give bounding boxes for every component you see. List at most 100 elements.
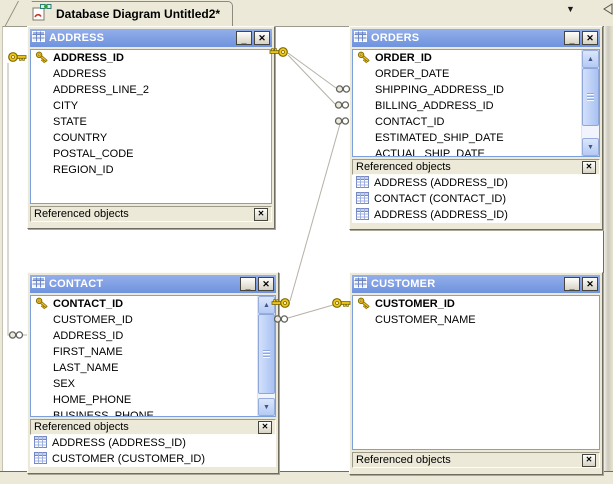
minimize-button[interactable]: _ — [236, 31, 252, 45]
primary-key-icon — [357, 51, 371, 69]
minimize-button[interactable]: _ — [564, 31, 580, 45]
minimize-button[interactable]: _ — [564, 277, 580, 291]
field-row[interactable]: ADDRESS_ID — [31, 328, 275, 344]
field-row[interactable]: CONTACT_ID — [353, 114, 599, 130]
field-row[interactable]: BUSINESS_PHONE — [31, 408, 275, 417]
scrollbar-thumb[interactable] — [582, 68, 599, 126]
window-title: CONTACT — [49, 278, 104, 290]
field-row[interactable]: CUSTOMER_NAME — [353, 312, 599, 328]
field-name: POSTAL_CODE — [53, 148, 134, 160]
referenced-objects-list: ADDRESS (ADDRESS_ID) CONTACT (CONTACT_ID… — [352, 175, 600, 223]
referenced-object-row[interactable]: CONTACT (CONTACT_ID) — [352, 191, 600, 207]
referenced-object-row[interactable]: ADDRESS (ADDRESS_ID) — [30, 435, 276, 451]
field-name: ADDRESS_LINE_2 — [53, 84, 149, 96]
tab-dropdown-icon[interactable]: ▼ — [566, 4, 575, 14]
field-row[interactable]: ADDRESS — [31, 66, 271, 82]
field-row[interactable]: ADDRESS_LINE_2 — [31, 82, 271, 98]
referenced-objects-label: Referenced objects — [356, 454, 451, 466]
primary-key-icon — [357, 297, 371, 315]
orders-titlebar[interactable]: ORDERS _ ✕ — [352, 29, 600, 47]
field-name: CUSTOMER_ID — [53, 314, 133, 326]
field-row[interactable]: SEX — [31, 376, 275, 392]
table-window-contact: CONTACT _ ✕ CONTACT_ID CUSTOMER_ID ADDRE… — [27, 272, 279, 474]
field-name: CONTACT_ID — [375, 116, 445, 128]
close-button[interactable]: ✕ — [258, 277, 274, 291]
panel-close-button[interactable]: ✕ — [582, 453, 596, 467]
field-row[interactable]: CUSTOMER_ID — [31, 312, 275, 328]
referenced-object-name: ADDRESS (ADDRESS_ID) — [52, 437, 186, 449]
field-row[interactable]: REGION_ID — [31, 162, 271, 178]
referenced-objects-bar: Referenced objects ✕ — [352, 452, 600, 468]
table-icon — [356, 191, 369, 207]
scroll-down-icon[interactable]: ▼ — [582, 138, 599, 156]
field-row[interactable]: CITY — [31, 98, 271, 114]
field-name: ORDER_ID — [375, 52, 432, 64]
scroll-up-icon[interactable]: ▲ — [582, 50, 599, 68]
field-row[interactable]: ORDER_ID — [353, 50, 599, 66]
referenced-objects-bar: Referenced objects ✕ — [352, 159, 600, 175]
field-list: CUSTOMER_ID CUSTOMER_NAME — [352, 295, 600, 450]
scrollbar-track[interactable] — [258, 314, 275, 398]
field-name: STATE — [53, 116, 87, 128]
field-row[interactable]: CONTACT_ID — [31, 296, 275, 312]
scroll-down-icon[interactable]: ▼ — [258, 398, 275, 416]
tab-database-diagram[interactable]: Database Diagram Untitled2* — [30, 1, 234, 26]
field-name: FIRST_NAME — [53, 346, 123, 358]
scrollbar-track[interactable] — [582, 68, 599, 138]
field-row[interactable]: COUNTRY — [31, 130, 271, 146]
scrollbar-thumb[interactable] — [258, 314, 275, 394]
field-name: COUNTRY — [53, 132, 108, 144]
field-list: ORDER_ID ORDER_DATE SHIPPING_ADDRESS_ID … — [352, 49, 600, 157]
field-name: LAST_NAME — [53, 362, 119, 374]
field-row[interactable]: CUSTOMER_ID — [353, 296, 599, 312]
referenced-objects-label: Referenced objects — [34, 208, 129, 220]
close-button[interactable]: ✕ — [254, 31, 270, 45]
panel-close-button[interactable]: ✕ — [258, 420, 272, 434]
field-row[interactable]: ORDER_DATE — [353, 66, 599, 82]
field-name: SEX — [53, 378, 76, 390]
field-name: ADDRESS_ID — [53, 330, 124, 342]
field-list: ADDRESS_ID ADDRESS ADDRESS_LINE_2 CITY S… — [30, 49, 272, 204]
panel-close-button[interactable]: ✕ — [254, 207, 268, 221]
referenced-objects-list: ADDRESS (ADDRESS_ID) CUSTOMER (CUSTOMER_… — [30, 435, 276, 467]
address-titlebar[interactable]: ADDRESS _ ✕ — [30, 29, 272, 47]
scroll-up-icon[interactable]: ▲ — [258, 296, 275, 314]
field-name: REGION_ID — [53, 164, 114, 176]
field-row[interactable]: ACTUAL_SHIP_DATE — [353, 146, 599, 156]
referenced-objects-label: Referenced objects — [34, 421, 129, 433]
referenced-object-row[interactable]: ADDRESS (ADDRESS_ID) — [352, 207, 600, 223]
table-icon — [34, 435, 47, 451]
minimize-button[interactable]: _ — [240, 277, 256, 291]
field-name: CONTACT_ID — [53, 298, 124, 310]
referenced-object-row[interactable]: ADDRESS (ADDRESS_ID) — [352, 175, 600, 191]
field-row[interactable]: FIRST_NAME — [31, 344, 275, 360]
field-row[interactable]: POSTAL_CODE — [31, 146, 271, 162]
vertical-scrollbar[interactable]: ▲ ▼ — [257, 296, 275, 416]
field-row[interactable]: HOME_PHONE — [31, 392, 275, 408]
field-row[interactable]: BILLING_ADDRESS_ID — [353, 98, 599, 114]
referenced-object-name: CUSTOMER (CUSTOMER_ID) — [52, 453, 205, 465]
field-row[interactable]: SHIPPING_ADDRESS_ID — [353, 82, 599, 98]
customer-titlebar[interactable]: CUSTOMER _ ✕ — [352, 275, 600, 293]
referenced-object-name: ADDRESS (ADDRESS_ID) — [374, 177, 508, 189]
field-name: BUSINESS_PHONE — [53, 410, 154, 417]
tab-strip: Database Diagram Untitled2* ▼ — [0, 0, 613, 26]
field-row[interactable]: ADDRESS_ID — [31, 50, 271, 66]
tab-scroll-left-icon[interactable] — [601, 2, 613, 16]
field-row[interactable]: ESTIMATED_SHIP_DATE — [353, 130, 599, 146]
table-icon — [354, 275, 367, 293]
referenced-object-name: CONTACT (CONTACT_ID) — [374, 193, 506, 205]
field-row[interactable]: LAST_NAME — [31, 360, 275, 376]
vertical-scrollbar[interactable]: ▲ ▼ — [581, 50, 599, 156]
contact-titlebar[interactable]: CONTACT _ ✕ — [30, 275, 276, 293]
close-button[interactable]: ✕ — [582, 31, 598, 45]
referenced-object-row[interactable]: CUSTOMER (CUSTOMER_ID) — [30, 451, 276, 467]
referenced-objects-bar: Referenced objects ✕ — [30, 419, 276, 435]
panel-close-button[interactable]: ✕ — [582, 160, 596, 174]
table-icon — [32, 29, 45, 47]
window-title: CUSTOMER — [371, 278, 436, 290]
field-name: HOME_PHONE — [53, 394, 132, 406]
field-row[interactable]: STATE — [31, 114, 271, 130]
close-button[interactable]: ✕ — [582, 277, 598, 291]
